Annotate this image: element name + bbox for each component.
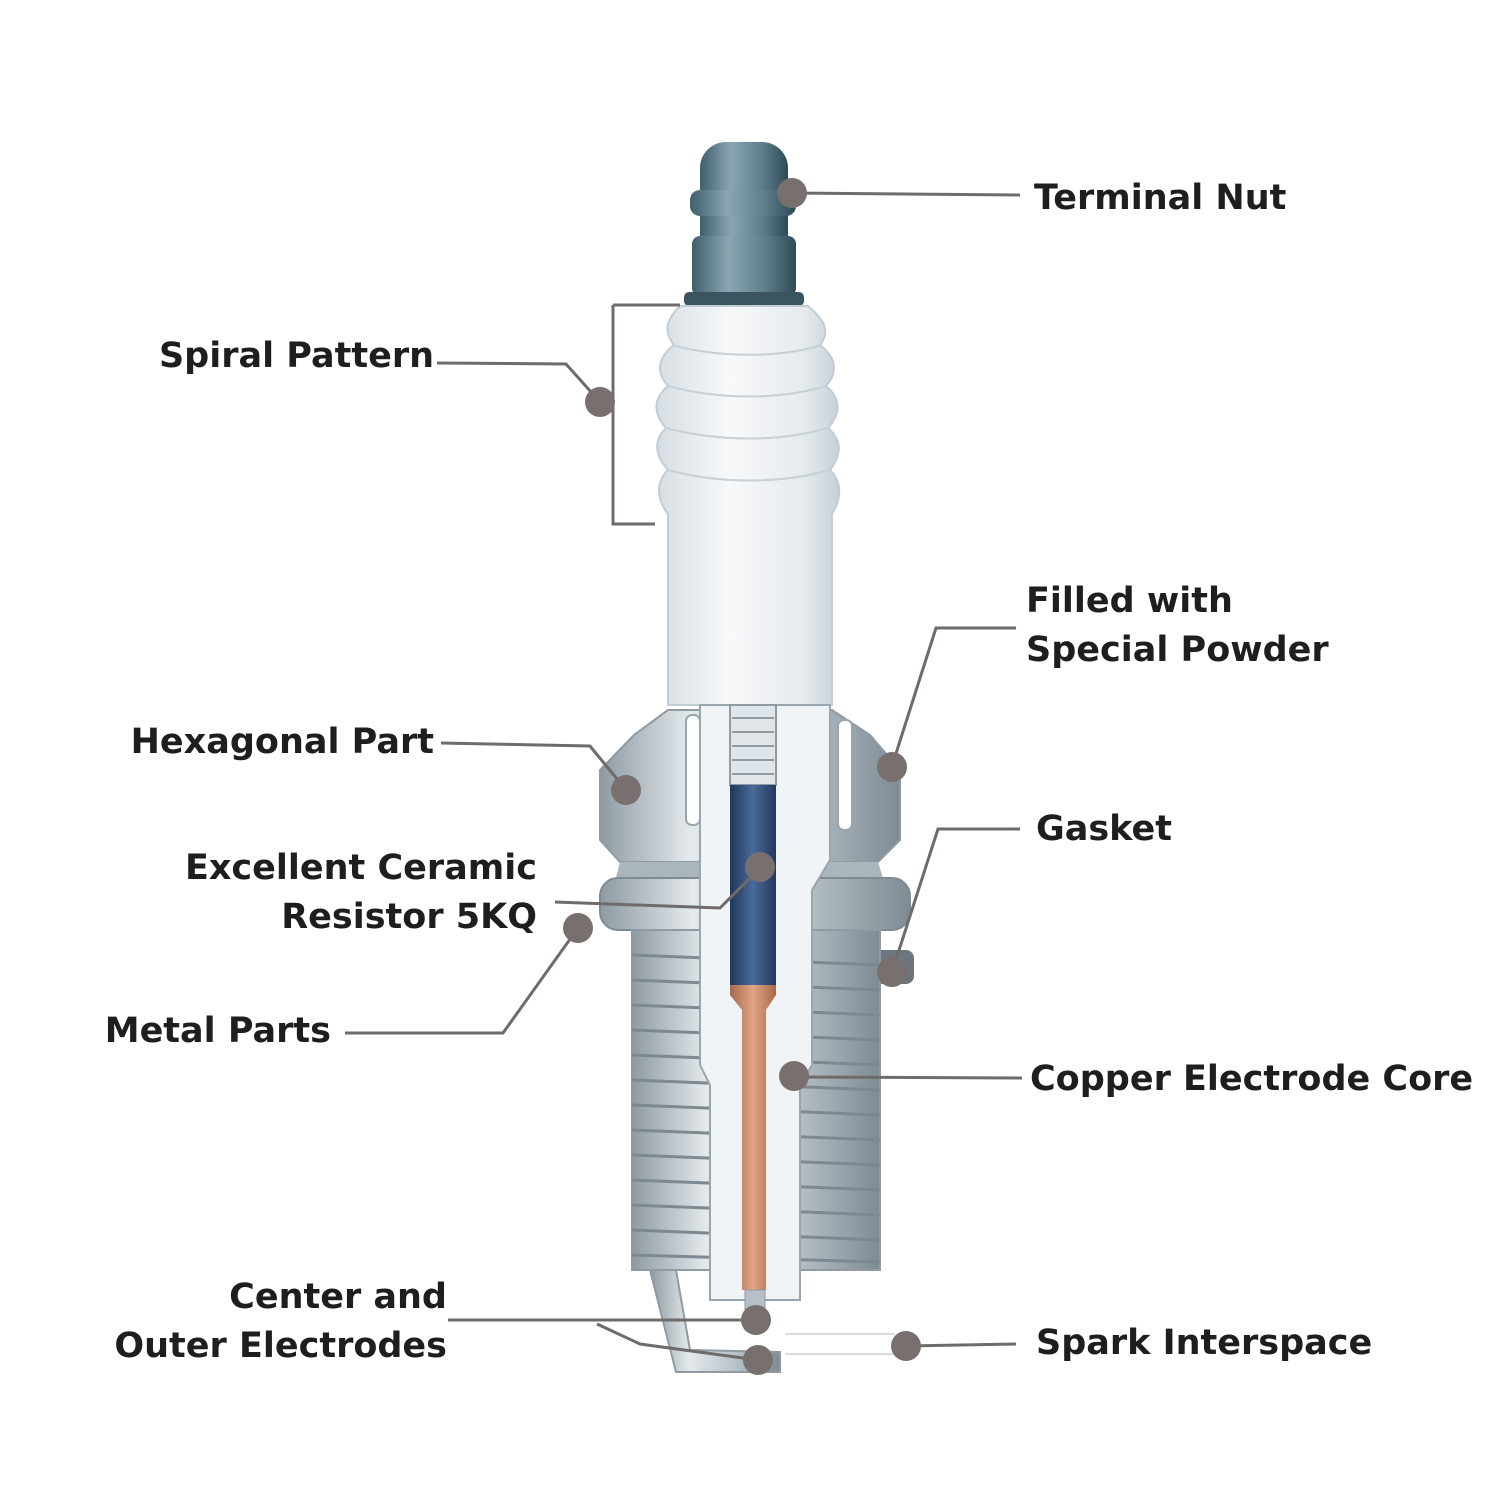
leaders: [345, 178, 1023, 1375]
dot-spiral-pattern: [585, 387, 615, 417]
leader-outer-electrode: [596, 1322, 759, 1362]
label-hexagonal-part: Hexagonal Part: [130, 722, 434, 762]
label-spark-interspace: Spark Interspace: [1036, 1323, 1373, 1363]
leader-hexagonal-part: [440, 741, 628, 791]
leader-filled-powder: [890, 626, 1016, 767]
terminal-nut-shape: [684, 142, 804, 306]
label-metal-parts: Metal Parts: [104, 1011, 331, 1051]
dot-spark-interspace: [891, 1331, 921, 1361]
label-gasket: Gasket: [1036, 809, 1172, 849]
leader-terminal-nut: [791, 191, 1021, 197]
label-copper-electrode-core: Copper Electrode Core: [1030, 1059, 1474, 1099]
leader-copper-core: [793, 1075, 1023, 1080]
dot-gasket: [877, 957, 907, 987]
label-excellent-ceramic-resistor: Excellent Ceramic Resistor 5KQ: [184, 848, 537, 937]
bracket-side: [611, 305, 655, 526]
dot-metal-parts: [563, 913, 593, 943]
leader-spark-interspace: [905, 1342, 1017, 1348]
dot-center-electrode: [741, 1305, 771, 1335]
insulator-shape: [655, 305, 841, 706]
dot-hexagonal-part: [611, 775, 641, 805]
spark-gap-shape: [785, 1333, 895, 1355]
dot-ceramic-resistor: [745, 852, 775, 882]
spark-plug: [599, 142, 914, 1373]
leader-ceramic-resistor: [554, 866, 762, 910]
cutaway-interior: [685, 704, 853, 1331]
leader-metal-parts: [345, 927, 580, 1035]
label-center-and-outer-electrodes: Center and Outer Electrodes: [114, 1277, 447, 1366]
label-spiral-pattern: Spiral Pattern: [158, 336, 434, 376]
dot-filled-powder: [877, 752, 907, 782]
dot-outer-electrode: [743, 1345, 773, 1375]
dot-terminal-nut: [777, 178, 807, 208]
outer-electrode-shape: [648, 1269, 781, 1373]
label-terminal-nut: Terminal Nut: [1034, 178, 1287, 218]
label-filled-with-special-powder: Filled with Special Powder: [1026, 581, 1329, 670]
dot-copper-core: [779, 1061, 809, 1091]
leader-gasket: [890, 827, 1020, 973]
leader-spiral-pattern: [436, 361, 602, 404]
